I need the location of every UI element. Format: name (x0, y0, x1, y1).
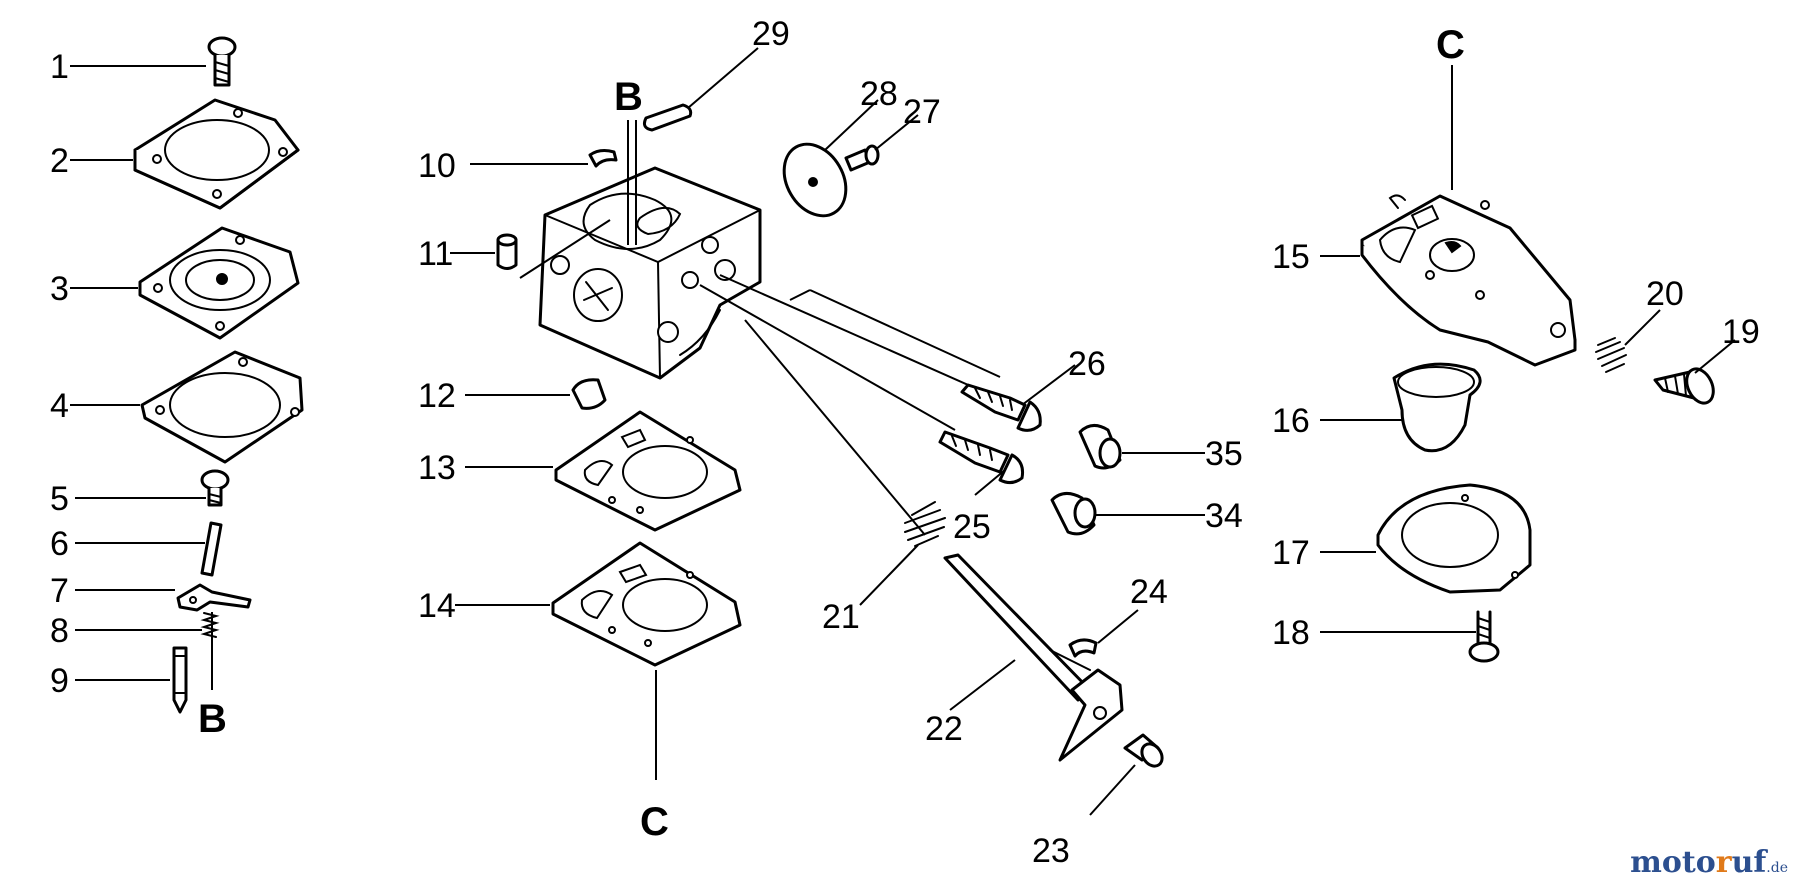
part-25-needle (938, 430, 1024, 485)
part-15-pump-body (1360, 194, 1577, 367)
part-22-shaft (943, 553, 1124, 762)
label-part-11: 11 (418, 235, 453, 273)
part-17-gasket (1376, 483, 1532, 594)
label-part-6: 6 (50, 525, 69, 563)
ref-line-26 (719, 274, 976, 389)
leader-25 (974, 469, 1006, 496)
label-part-8: 8 (50, 612, 69, 650)
part-9-needle (172, 646, 188, 714)
label-part-25: 25 (953, 508, 991, 546)
label-part-13: 13 (418, 449, 456, 487)
leader-19 (1694, 339, 1736, 374)
label-part-27: 27 (903, 93, 941, 131)
label-part-18: 18 (1272, 614, 1310, 652)
part-carburetor-body (538, 166, 762, 380)
leader-23 (1089, 764, 1136, 816)
watermark-end: uf (1731, 845, 1767, 880)
ref-line-25 (699, 284, 956, 431)
part-26-needle (960, 383, 1042, 432)
part-21-spring (904, 501, 946, 547)
ref-label-b-top: B (614, 75, 643, 119)
label-part-4: 4 (50, 387, 69, 425)
label-part-16: 16 (1272, 402, 1310, 440)
label-part-21: 21 (822, 598, 860, 636)
label-part-19: 19 (1722, 313, 1760, 351)
label-part-10: 10 (418, 147, 456, 185)
watermark-accent: r (1715, 845, 1732, 880)
ref-line-body (789, 289, 811, 301)
part-16-cup (1392, 362, 1482, 453)
leader-24 (1097, 609, 1139, 644)
part-18-screw (1468, 610, 1500, 663)
label-part-14: 14 (418, 587, 456, 625)
part-28-disk (782, 142, 848, 218)
part-12-plug (571, 378, 607, 410)
ref-line-11 (519, 219, 611, 279)
label-part-9: 9 (50, 662, 69, 700)
label-part-26: 26 (1068, 345, 1106, 383)
part-2-cover (133, 98, 300, 210)
part-3-diaphragm (138, 226, 300, 340)
part-11-plug (496, 233, 518, 270)
label-part-3: 3 (50, 270, 69, 308)
leader-27 (874, 114, 919, 151)
leader-29 (687, 47, 759, 109)
leader-20 (1624, 309, 1661, 346)
part-35-cap (1078, 424, 1122, 470)
label-part-5: 5 (50, 480, 69, 518)
label-part-28: 28 (860, 75, 898, 113)
label-part-34: 34 (1205, 497, 1243, 535)
label-part-22: 22 (925, 710, 963, 748)
part-34-cap (1050, 492, 1097, 536)
watermark-suffix: .de (1766, 860, 1788, 876)
ref-line-21 (744, 319, 926, 536)
ref-label-c-top: C (1436, 23, 1465, 67)
label-part-12: 12 (418, 377, 456, 415)
ref-label-c-bottom: C (640, 800, 669, 844)
label-part-35: 35 (1205, 435, 1243, 473)
label-part-17: 17 (1272, 534, 1310, 572)
label-part-2: 2 (50, 142, 69, 180)
part-29-strip (643, 103, 693, 132)
ref-line-body-2 (809, 289, 1001, 378)
leader-21 (859, 544, 919, 606)
part-6-pin (200, 521, 223, 577)
leader-28 (824, 99, 879, 151)
part-20-spring (1595, 337, 1627, 373)
label-part-1: 1 (50, 48, 69, 86)
watermark-main: moto (1630, 845, 1716, 880)
label-part-15: 15 (1272, 238, 1310, 276)
label-part-20: 20 (1646, 275, 1684, 313)
part-27-screw (844, 144, 880, 172)
label-part-24: 24 (1130, 573, 1168, 611)
leader-22 (949, 659, 1016, 711)
part-23-screw (1123, 733, 1164, 768)
part-24-clip (1068, 638, 1098, 658)
part-19-screw (1653, 367, 1715, 405)
watermark-logo: motoruf.de (1630, 845, 1788, 880)
label-part-7: 7 (50, 572, 69, 610)
part-4-gasket (140, 350, 304, 464)
part-5-screw (200, 469, 230, 507)
label-part-23: 23 (1032, 832, 1070, 870)
part-10-clip (588, 149, 618, 168)
part-13-gasket (554, 410, 742, 532)
leader-26 (1021, 364, 1076, 406)
part-7-lever (176, 583, 252, 612)
part-8-spring (200, 612, 220, 638)
label-part-29: 29 (752, 15, 790, 53)
part-14-gasket (551, 541, 742, 667)
ref-label-b-left: B (198, 697, 227, 741)
part-1-screw (207, 36, 237, 87)
